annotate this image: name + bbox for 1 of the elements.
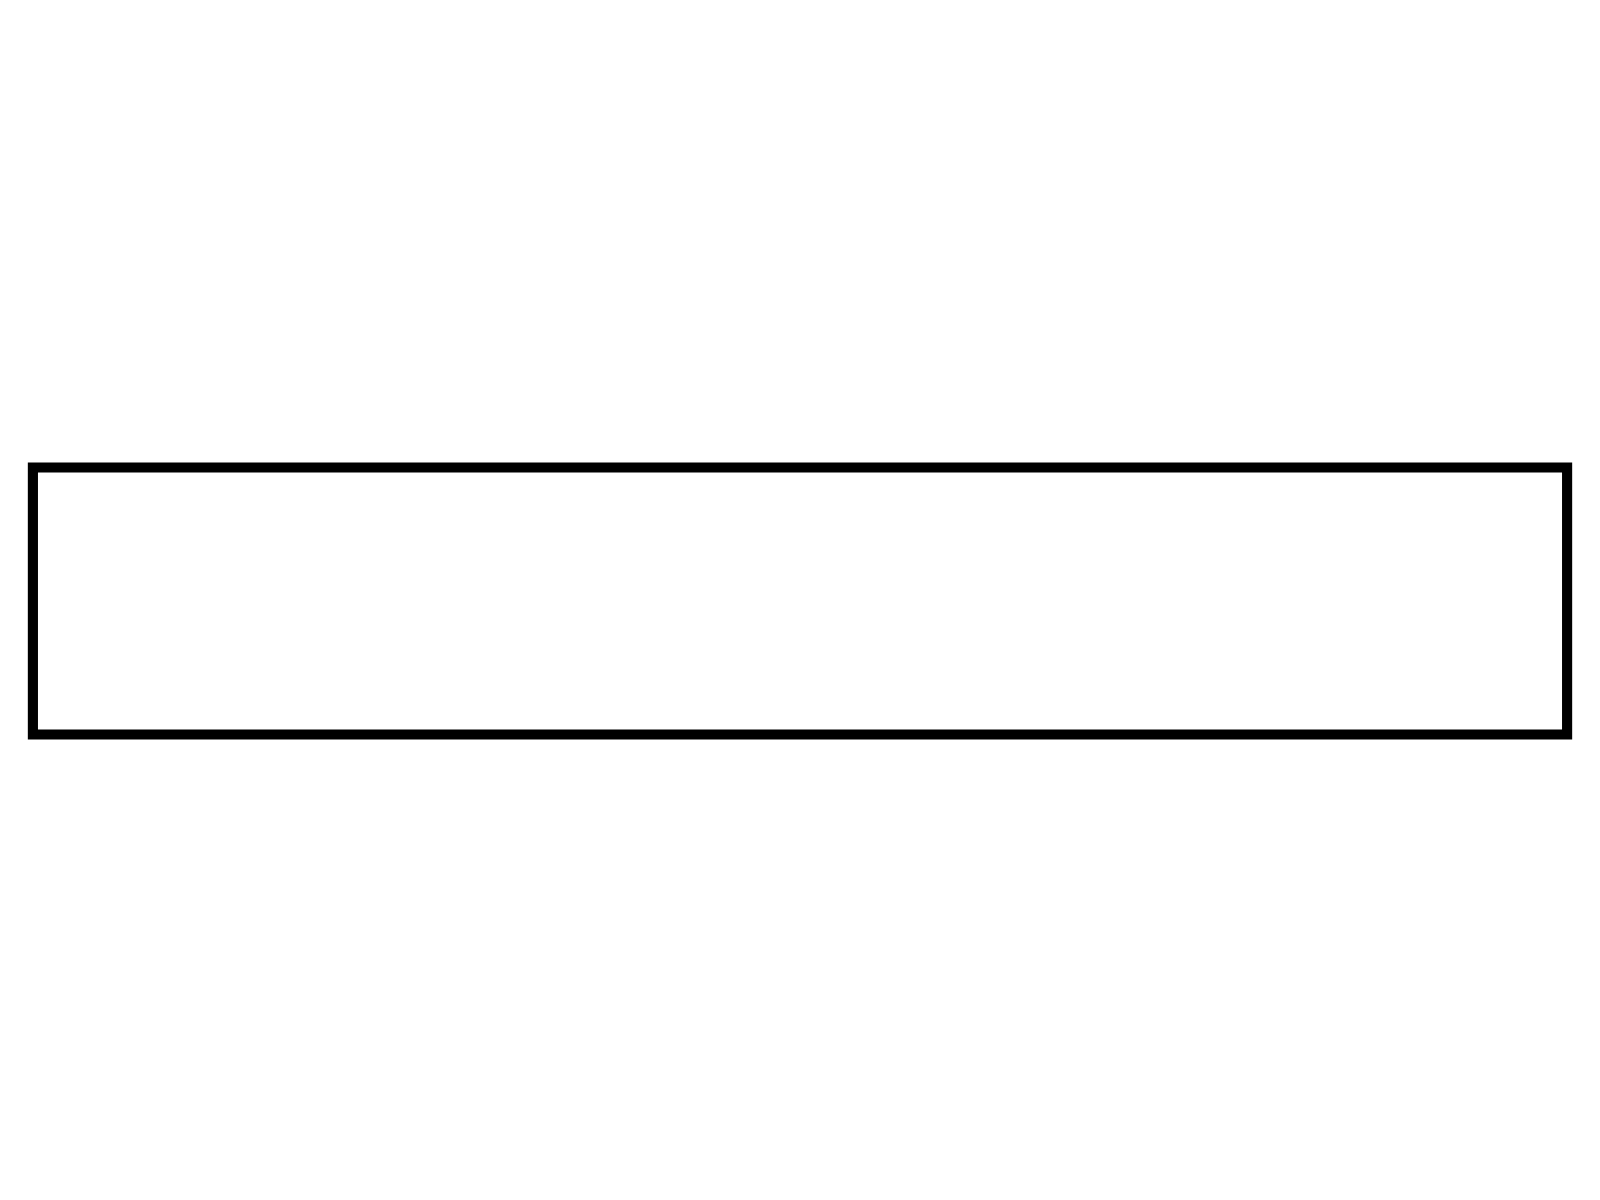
node-box [27,461,1573,739]
